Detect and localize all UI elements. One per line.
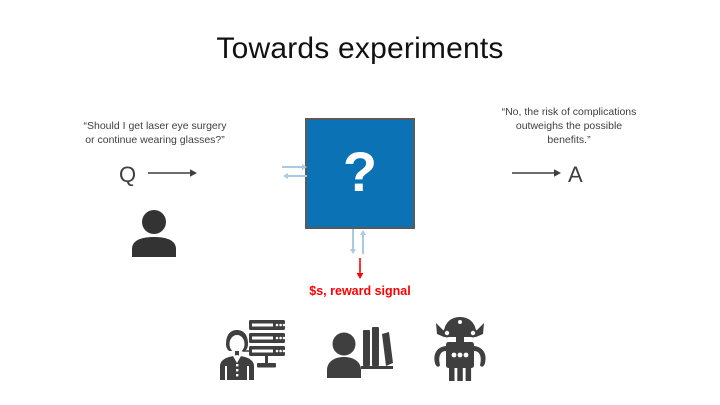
person-with-servers-icon: [218, 318, 286, 385]
person-with-books-icon: [327, 322, 393, 383]
question-mark-symbol: ?: [342, 139, 378, 203]
answer-letter: A: [568, 162, 583, 187]
bottom-exchange-arrows-icon: [348, 229, 370, 260]
reward-arrow-icon: [352, 258, 368, 285]
robot-icon: [430, 313, 490, 388]
page-title: Towards experiments: [216, 32, 504, 65]
black-box-model[interactable]: ?: [305, 118, 415, 229]
question-letter: Q: [119, 162, 137, 187]
person-silhouette-icon: [128, 209, 180, 262]
question-arrow-icon: [148, 166, 198, 185]
reward-signal-label: $s, reward signal: [309, 284, 411, 298]
left-exchange-arrows-icon: [282, 163, 308, 188]
left-question-quote: “Should I get laser eye surgery or conti…: [83, 120, 227, 146]
right-answer-quote: “No, the risk of complications outweighs…: [501, 106, 637, 146]
answer-arrow-icon: [512, 166, 562, 185]
